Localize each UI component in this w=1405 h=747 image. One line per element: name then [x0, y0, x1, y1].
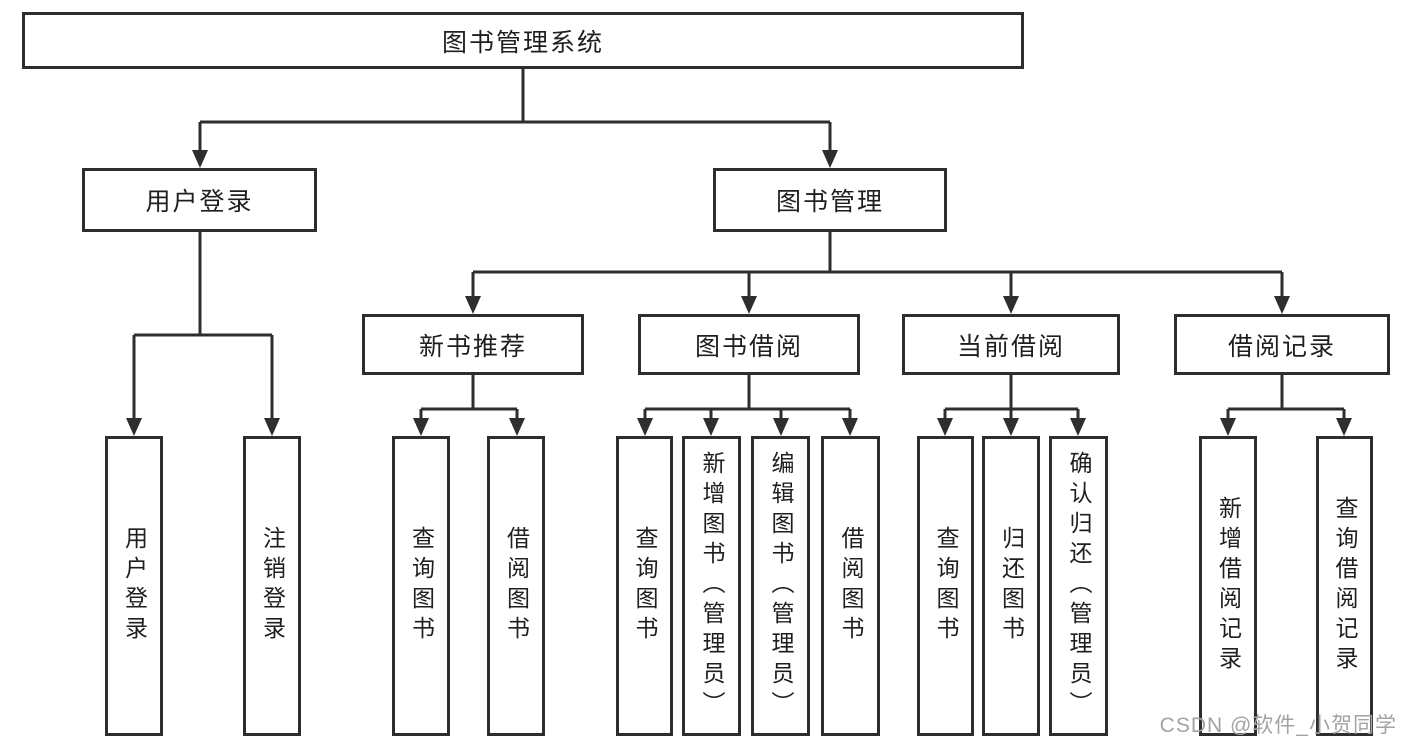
node-current-borrowing-label: 当前借阅	[956, 332, 1065, 361]
node-borrowing-records: 借阅记录	[1174, 314, 1390, 375]
leaf-user-login: 用户登录	[105, 436, 163, 736]
connector-mgmt-to-level3	[471, 232, 1284, 298]
leaf-user-login-label: 用户登录	[121, 526, 148, 646]
arrowheads-login-leaves	[126, 418, 280, 436]
leaf-confirm-return-admin-label: 确认归还（管理员）	[1066, 451, 1092, 721]
leaf-add-borrow-record-label: 新增借阅记录	[1215, 496, 1242, 676]
leaf-borrowing-query-book-label: 查询图书	[632, 526, 658, 646]
leaf-recommend-borrow-book-label: 借阅图书	[503, 526, 530, 646]
node-borrowing-records-label: 借阅记录	[1227, 332, 1336, 361]
node-current-borrowing: 当前借阅	[902, 314, 1120, 375]
leaf-current-query-book: 查询图书	[917, 436, 974, 736]
connector-root-to-level2	[198, 68, 832, 152]
leaf-add-borrow-record: 新增借阅记录	[1199, 436, 1257, 736]
connector-record-to-leaves	[1226, 375, 1346, 420]
leaf-logout: 注销登录	[243, 436, 301, 736]
node-book-borrowing: 图书借阅	[638, 314, 860, 375]
leaf-return-book-label: 归还图书	[998, 526, 1025, 646]
node-book-borrowing-label: 图书借阅	[694, 332, 803, 361]
leaf-borrowing-query-book: 查询图书	[616, 436, 673, 736]
connector-borrow-to-leaves	[643, 375, 852, 420]
node-user-login: 用户登录	[82, 168, 317, 232]
leaf-recommend-query-book: 查询图书	[392, 436, 450, 736]
arrowheads-current-leaves	[937, 418, 1086, 436]
leaf-borrowing-borrow-book: 借阅图书	[821, 436, 880, 736]
leaf-edit-book-admin-label: 编辑图书（管理员）	[768, 451, 794, 721]
arrowheads-newrec-leaves	[413, 418, 525, 436]
leaf-query-borrow-record: 查询借阅记录	[1316, 436, 1373, 736]
leaf-logout-label: 注销登录	[259, 526, 286, 646]
arrowheads-record-leaves	[1220, 418, 1352, 436]
arrowheads-level3	[465, 296, 1290, 314]
arrowheads-borrow-leaves	[637, 418, 858, 436]
leaf-return-book: 归还图书	[982, 436, 1040, 736]
node-user-login-label: 用户登录	[145, 188, 254, 216]
connector-current-to-leaves	[943, 375, 1080, 420]
leaf-current-query-book-label: 查询图书	[933, 526, 959, 646]
leaf-recommend-borrow-book: 借阅图书	[487, 436, 545, 736]
node-library-system: 图书管理系统	[22, 12, 1024, 69]
leaf-recommend-query-book-label: 查询图书	[408, 526, 435, 646]
leaf-query-borrow-record-label: 查询借阅记录	[1332, 496, 1358, 676]
arrowheads-level2	[192, 150, 838, 168]
connector-login-to-leaves	[132, 232, 274, 420]
node-new-book-recommend: 新书推荐	[362, 314, 584, 375]
leaf-confirm-return-admin: 确认归还（管理员）	[1049, 436, 1108, 736]
node-book-management-label: 图书管理	[775, 188, 884, 216]
csdn-watermark: CSDN @软件_小贺同学	[1159, 714, 1397, 737]
leaf-edit-book-admin: 编辑图书（管理员）	[751, 436, 810, 736]
leaf-add-book-admin: 新增图书（管理员）	[682, 436, 741, 736]
node-library-system-label: 图书管理系统	[441, 28, 604, 57]
node-book-management: 图书管理	[713, 168, 947, 232]
node-new-book-recommend-label: 新书推荐	[418, 332, 527, 361]
leaf-add-book-admin-label: 新增图书（管理员）	[699, 451, 725, 721]
leaf-borrowing-borrow-book-label: 借阅图书	[838, 526, 864, 646]
connector-newrec-to-leaves	[419, 375, 519, 420]
